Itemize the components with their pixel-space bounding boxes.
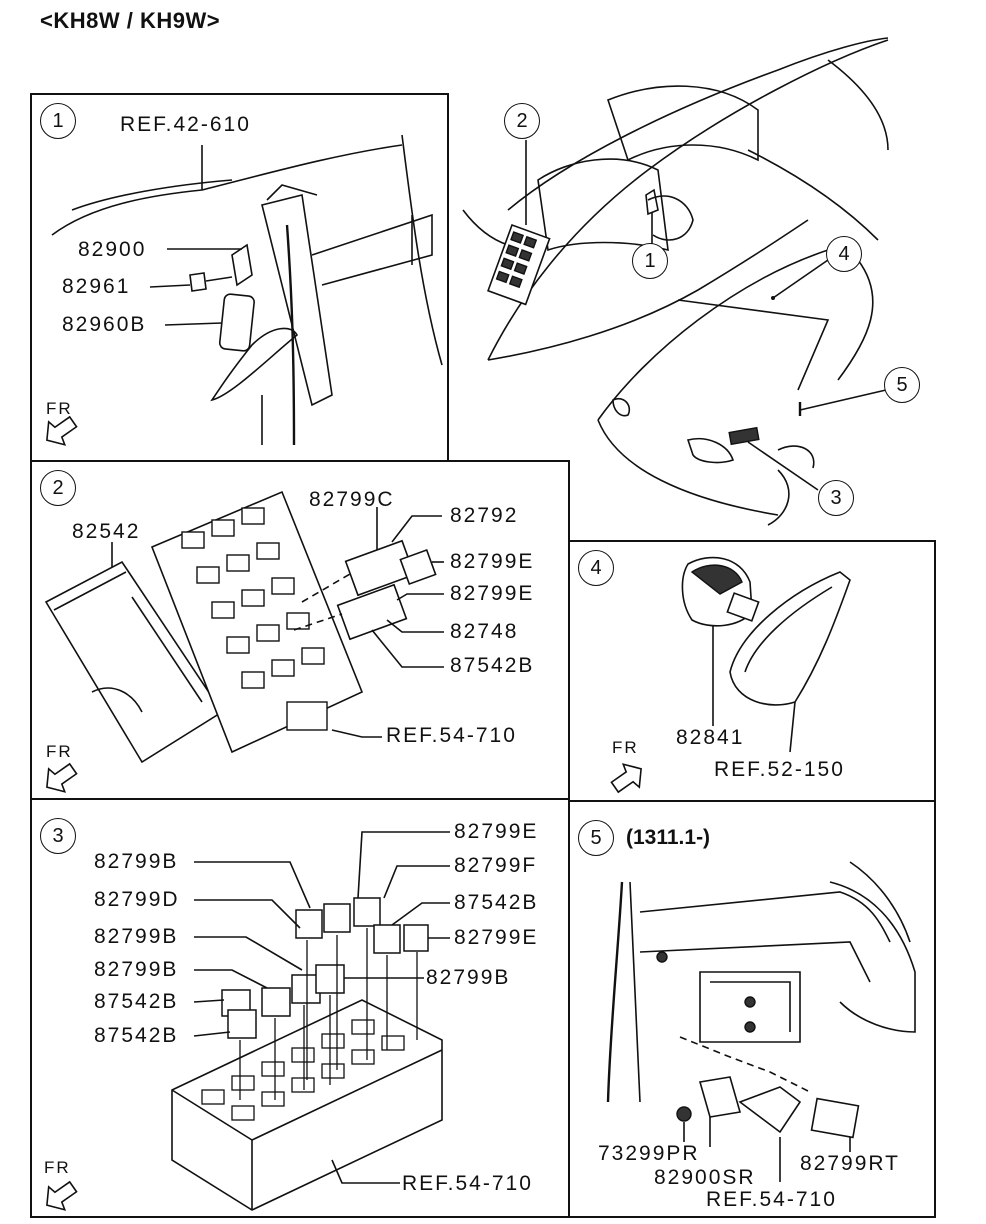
part-82748: 82748 xyxy=(450,620,519,643)
part-82799e-2: 82799E xyxy=(454,926,539,949)
callout-2: 2 xyxy=(504,103,540,139)
part-82542: 82542 xyxy=(72,520,141,543)
part-82900sr: 82900SR xyxy=(654,1166,756,1189)
part-82799d: 82799D xyxy=(94,888,180,911)
part-87542b-2: 87542B xyxy=(94,1024,179,1047)
panel-1-ref: REF.42-610 xyxy=(120,113,251,136)
part-82961: 82961 xyxy=(62,275,131,298)
detail-panel-4: 4 82841 REF.52-150 FR xyxy=(568,540,936,802)
callout-1: 1 xyxy=(632,243,668,279)
part-87542b-1: 87542B xyxy=(94,990,179,1013)
part-82799b-3: 82799B xyxy=(94,958,179,981)
panel-1-number: 1 xyxy=(40,103,76,139)
vehicle-overview-drawing xyxy=(462,37,889,526)
panel-4-number: 4 xyxy=(578,550,614,586)
panel-5-drawing xyxy=(606,861,916,1182)
part-73299pr: 73299PR xyxy=(598,1142,700,1165)
fr-label: FR xyxy=(46,742,73,761)
part-87542b: 87542B xyxy=(450,654,535,677)
part-82799b-2: 82799B xyxy=(94,925,179,948)
panel-4-drawing xyxy=(610,556,851,794)
panel-5-serial: (1311.1-) xyxy=(626,826,711,849)
fr-label: FR xyxy=(44,1158,71,1177)
panel-3-ref: REF.54-710 xyxy=(402,1172,533,1195)
part-82900: 82900 xyxy=(78,238,147,261)
part-82792: 82792 xyxy=(450,504,519,527)
part-82799rt: 82799RT xyxy=(800,1152,901,1175)
panel-3-number: 3 xyxy=(40,818,76,854)
part-82960b: 82960B xyxy=(62,313,147,336)
callout-3: 3 xyxy=(818,480,854,516)
detail-panel-1: 1 REF.42-610 82900 82961 82960B FR xyxy=(30,93,449,462)
panel-1-drawing xyxy=(46,134,443,446)
fr-label: FR xyxy=(612,738,639,757)
vehicle-overview: 2 1 4 5 3 xyxy=(448,0,986,540)
part-82799e-b: 82799E xyxy=(450,582,535,605)
panel-2-drawing xyxy=(44,490,444,793)
callout-5: 5 xyxy=(884,367,920,403)
panel-2-ref: REF.54-710 xyxy=(386,724,517,747)
panel-5-number: 5 xyxy=(578,820,614,856)
part-82799e-a: 82799E xyxy=(450,550,535,573)
callout-4: 4 xyxy=(826,236,862,272)
detail-panel-3: 3 82799B 82799D 82799B 82799B 87542B 875… xyxy=(30,798,570,1218)
part-82799b-4: 82799B xyxy=(426,966,511,989)
part-82799e-1: 82799E xyxy=(454,820,539,843)
panel-3-drawing xyxy=(46,831,450,1211)
part-82841: 82841 xyxy=(676,726,745,749)
fr-label: FR xyxy=(46,399,73,418)
part-82799c: 82799C xyxy=(309,488,395,511)
detail-panel-5: 5 (1311.1-) 73299PR 82900SR 82799RT REF.… xyxy=(568,800,936,1218)
panel-2-number: 2 xyxy=(40,470,76,506)
panel-4-ref: REF.52-150 xyxy=(714,758,845,781)
part-87542b-3: 87542B xyxy=(454,891,539,914)
page-title: <KH8W / KH9W> xyxy=(40,8,221,33)
detail-panel-2: 2 82542 82799C 82792 82799E 82799E 82748… xyxy=(30,460,570,800)
part-82799f: 82799F xyxy=(454,854,538,877)
panel-5-ref: REF.54-710 xyxy=(706,1188,837,1211)
part-82799b-1: 82799B xyxy=(94,850,179,873)
